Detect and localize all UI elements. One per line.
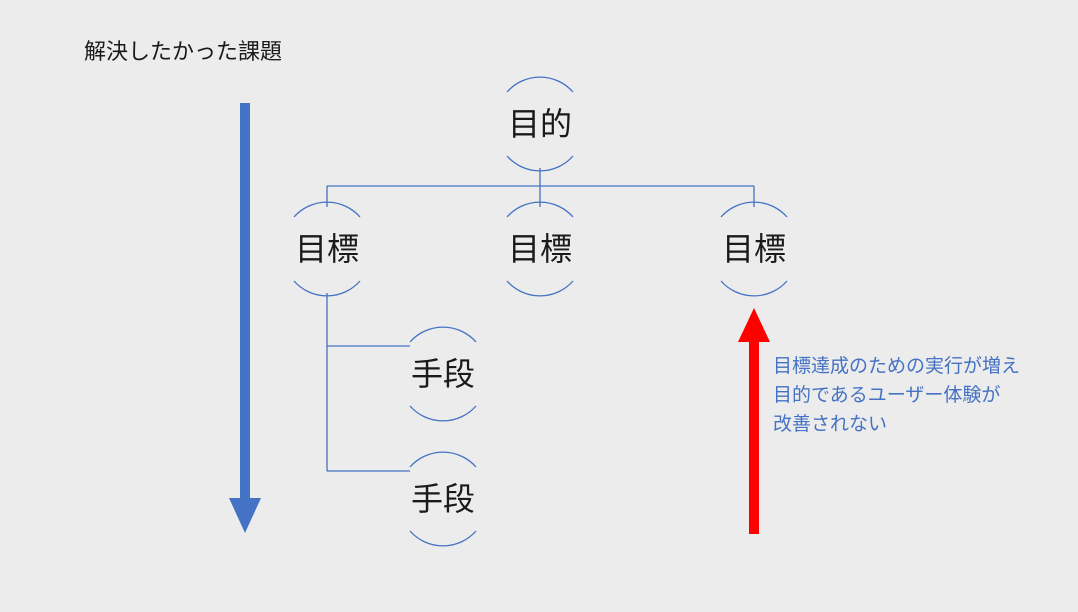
means-node-label-2: 手段 [410,480,476,518]
down-arrow-shaft [240,103,250,503]
tree-connectors [326,168,755,472]
goal-1-bottom-arc [293,280,361,297]
problem-annotation: 目標達成のための実行が増え 目的であるユーザー体験が 改善されない [773,352,1020,439]
up-arrow-head [738,308,770,342]
goal-2-top-arc [506,201,574,218]
means-node-label-1: 手段 [410,355,476,393]
down-arrow-head [229,498,261,533]
annotation-line-3: 改善されない [773,413,888,435]
node-arcs [293,76,788,547]
means-1-bottom-arc [409,405,477,422]
goal-node-label-3: 目標 [721,230,787,268]
means-1-top-arc [409,326,477,343]
goal-2-bottom-arc [506,280,574,297]
means-2-bottom-arc [409,530,477,547]
goal-1-top-arc [293,201,361,218]
annotation-line-1: 目標達成のための実行が増え [773,355,1021,377]
root-node-bottom-arc [506,155,574,172]
means-2-top-arc [409,451,477,468]
annotation-line-2: 目的であるユーザー体験が [773,384,1001,406]
up-arrow-shaft [749,340,759,534]
goal-node-label-1: 目標 [294,230,360,268]
goal-3-top-arc [720,201,788,218]
goal-node-label-2: 目標 [507,230,573,268]
slide-title: 解決したかった課題 [84,40,283,65]
arrow-up-icon [738,308,770,534]
arrow-down-icon [229,103,261,533]
goal-3-bottom-arc [720,280,788,297]
root-node-label: 目的 [507,105,573,143]
root-node-top-arc [506,76,574,93]
